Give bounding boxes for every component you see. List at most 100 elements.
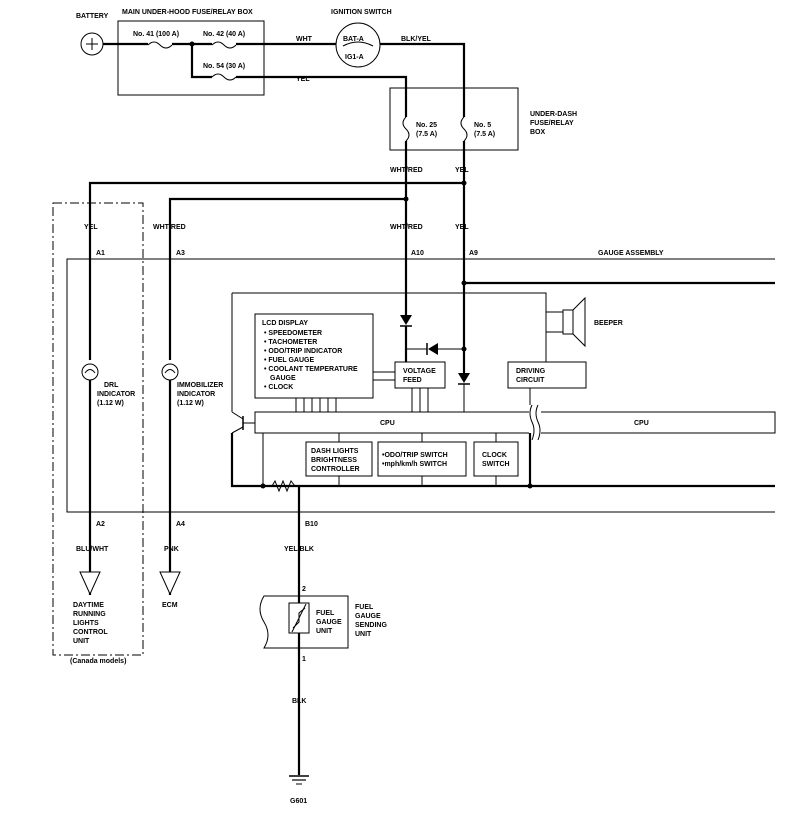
ecm-label: ECM: [162, 602, 178, 609]
wire-label-yel-blk: YEL/BLK: [284, 546, 314, 553]
immobilizer-label-2: INDICATOR: [177, 391, 215, 398]
clock-switch-label-2: SWITCH: [482, 461, 510, 468]
wire-label-yel-2: YEL: [84, 224, 98, 231]
connector-a9: A9: [469, 250, 478, 257]
underdash-box-frame: [389, 87, 519, 151]
drl-bulb-icon: [81, 363, 99, 381]
lcd-item-3: • ODO/TRIP INDICATOR: [264, 348, 342, 355]
main-underhood-fuse-box: MAIN UNDER-HOOD FUSE/RELAY BOX No. 41 (1…: [117, 9, 265, 96]
immobilizer-bulb-icon: [161, 363, 179, 381]
wire-label-wht-red-2: WHT/RED: [153, 224, 186, 231]
underhood-box-title: MAIN UNDER-HOOD FUSE/RELAY BOX: [122, 9, 253, 16]
driving-circuit: DRIVING CIRCUIT: [507, 361, 587, 389]
fuel-gauge-unit-label-1: FUEL: [316, 610, 335, 617]
sending-unit-label-4: UNIT: [355, 631, 372, 638]
underdash-fuse-box: UNDER-DASH FUSE/RELAY BOX No. 25 (7.5 A)…: [389, 87, 577, 151]
fuel-gauge-sending-unit: FUEL GAUGE UNIT FUEL GAUGE SENDING UNIT: [259, 595, 387, 649]
beeper-icon: [572, 296, 586, 348]
drl-unit-terminal-icon: [79, 571, 101, 596]
drl-label-1: DRL: [104, 382, 119, 389]
dash-lights-controller: DASH LIGHTS BRIGHTNESS CONTROLLER: [305, 441, 373, 477]
pin-1-label: 1: [302, 656, 306, 663]
voltage-feed-box: [394, 361, 446, 389]
drl-indicator: DRL INDICATOR (1.12 W): [81, 363, 135, 407]
immobilizer-indicator: IMMOBILIZER INDICATOR (1.12 W): [161, 363, 223, 407]
cpu-bar: [254, 411, 776, 434]
clock-switch: CLOCK SWITCH: [473, 441, 519, 477]
wire-label-wht-red-3: WHT/RED: [390, 224, 423, 231]
canada-models-box: [52, 202, 144, 656]
diode-a9: [458, 373, 470, 383]
canada-models-label: (Canada models): [70, 658, 126, 665]
ignition-switch: IGNITION SWITCH BAT-A IG1-A: [331, 9, 392, 68]
diode-feed: [428, 343, 438, 355]
immobilizer-label-3: (1.12 W): [177, 400, 204, 407]
beeper-body: [562, 309, 574, 335]
fuse-25-label-1: No. 25: [416, 122, 437, 129]
beeper-label: BEEPER: [594, 320, 623, 327]
gauge-assembly-frame: [66, 258, 775, 513]
dash-lights-label-3: CONTROLLER: [311, 466, 360, 473]
ecm-terminal-icon: [159, 571, 181, 596]
ignition-bat-label: BAT-A: [343, 36, 364, 43]
drl-label-3: (1.12 W): [97, 400, 124, 407]
clock-switch-label-1: CLOCK: [482, 452, 507, 459]
fuel-gauge-sender-frame: [259, 595, 349, 649]
fuse-42-label: No. 42 (40 A): [203, 31, 245, 38]
connector-a3: A3: [176, 250, 185, 257]
drl-unit-label-2: RUNNING: [73, 611, 106, 618]
lcd-display: LCD DISPLAY • SPEEDOMETER • TACHOMETER •…: [254, 313, 374, 399]
wire-label-yel-3: YEL: [455, 224, 469, 231]
fuse-54-symbol: [211, 73, 237, 81]
driving-circuit-box: [507, 361, 587, 389]
fuse-41-symbol: [147, 41, 173, 49]
beeper: BEEPER: [562, 296, 623, 348]
drl-control-unit: DAYTIME RUNNING LIGHTS CONTROL UNIT: [73, 602, 108, 645]
wire-label-wht: WHT: [296, 36, 313, 43]
voltage-feed-label-2: FEED: [403, 377, 422, 384]
lcd-item-6: • CLOCK: [264, 384, 293, 391]
drl-unit-label-5: UNIT: [73, 638, 90, 645]
lcd-item-2: • TACHOMETER: [264, 339, 317, 346]
sending-unit-label-1: FUEL: [355, 604, 374, 611]
fuse-5-label-2: (7.5 A): [474, 131, 495, 138]
dash-lights-label-2: BRIGHTNESS: [311, 457, 357, 464]
fuel-gauge-unit-label-2: GAUGE: [316, 619, 342, 626]
wire-label-yel-1: YEL: [455, 167, 469, 174]
wire-label-yel-top: YEL: [296, 76, 310, 83]
clock-switch-box: [473, 441, 519, 477]
ignition-switch-title: IGNITION SWITCH: [331, 9, 392, 16]
fuse-42-symbol: [211, 41, 237, 49]
sending-unit-label-2: GAUGE: [355, 613, 381, 620]
battery-label: BATTERY: [76, 13, 109, 20]
connector-a1: A1: [96, 250, 105, 257]
wire-label-pnk: PNK: [164, 546, 179, 553]
lcd-display-frame: [254, 313, 374, 399]
connector-a10: A10: [411, 250, 424, 257]
fuse-41-label: No. 41 (100 A): [133, 31, 179, 38]
immobilizer-label-1: IMMOBILIZER: [177, 382, 223, 389]
lcd-item-5-cont: GAUGE: [270, 375, 296, 382]
dash-lights-label-1: DASH LIGHTS: [311, 448, 359, 455]
fuel-gauge-unit-label-3: UNIT: [316, 628, 333, 635]
driving-circuit-label-1: DRIVING: [516, 368, 546, 375]
driving-circuit-label-2: CIRCUIT: [516, 377, 545, 384]
transistor: [231, 411, 255, 434]
drl-unit-label-3: LIGHTS: [73, 620, 99, 627]
fuse-25-symbol: [402, 116, 410, 142]
cpu-label: CPU: [380, 420, 395, 427]
gauge-assembly-title: GAUGE ASSEMBLY: [598, 250, 664, 257]
drl-unit-label-1: DAYTIME: [73, 602, 104, 609]
underdash-title-2: FUSE/RELAY: [530, 120, 574, 127]
cpu-label-right: CPU: [634, 420, 649, 427]
connector-b10: B10: [305, 521, 318, 528]
ignition-ig-label: IG1-A: [345, 54, 364, 61]
pin-2-label: 2: [302, 586, 306, 593]
fuse-54-label: No. 54 (30 A): [203, 63, 245, 70]
underdash-title-3: BOX: [530, 129, 546, 136]
diode-a10: [400, 315, 412, 325]
lcd-item-5: • COOLANT TEMPERATURE: [264, 366, 358, 373]
lcd-item-1: • SPEEDOMETER: [264, 330, 322, 337]
voltage-feed: VOLTAGE FEED: [394, 361, 446, 389]
ground-label: G601: [290, 798, 307, 805]
